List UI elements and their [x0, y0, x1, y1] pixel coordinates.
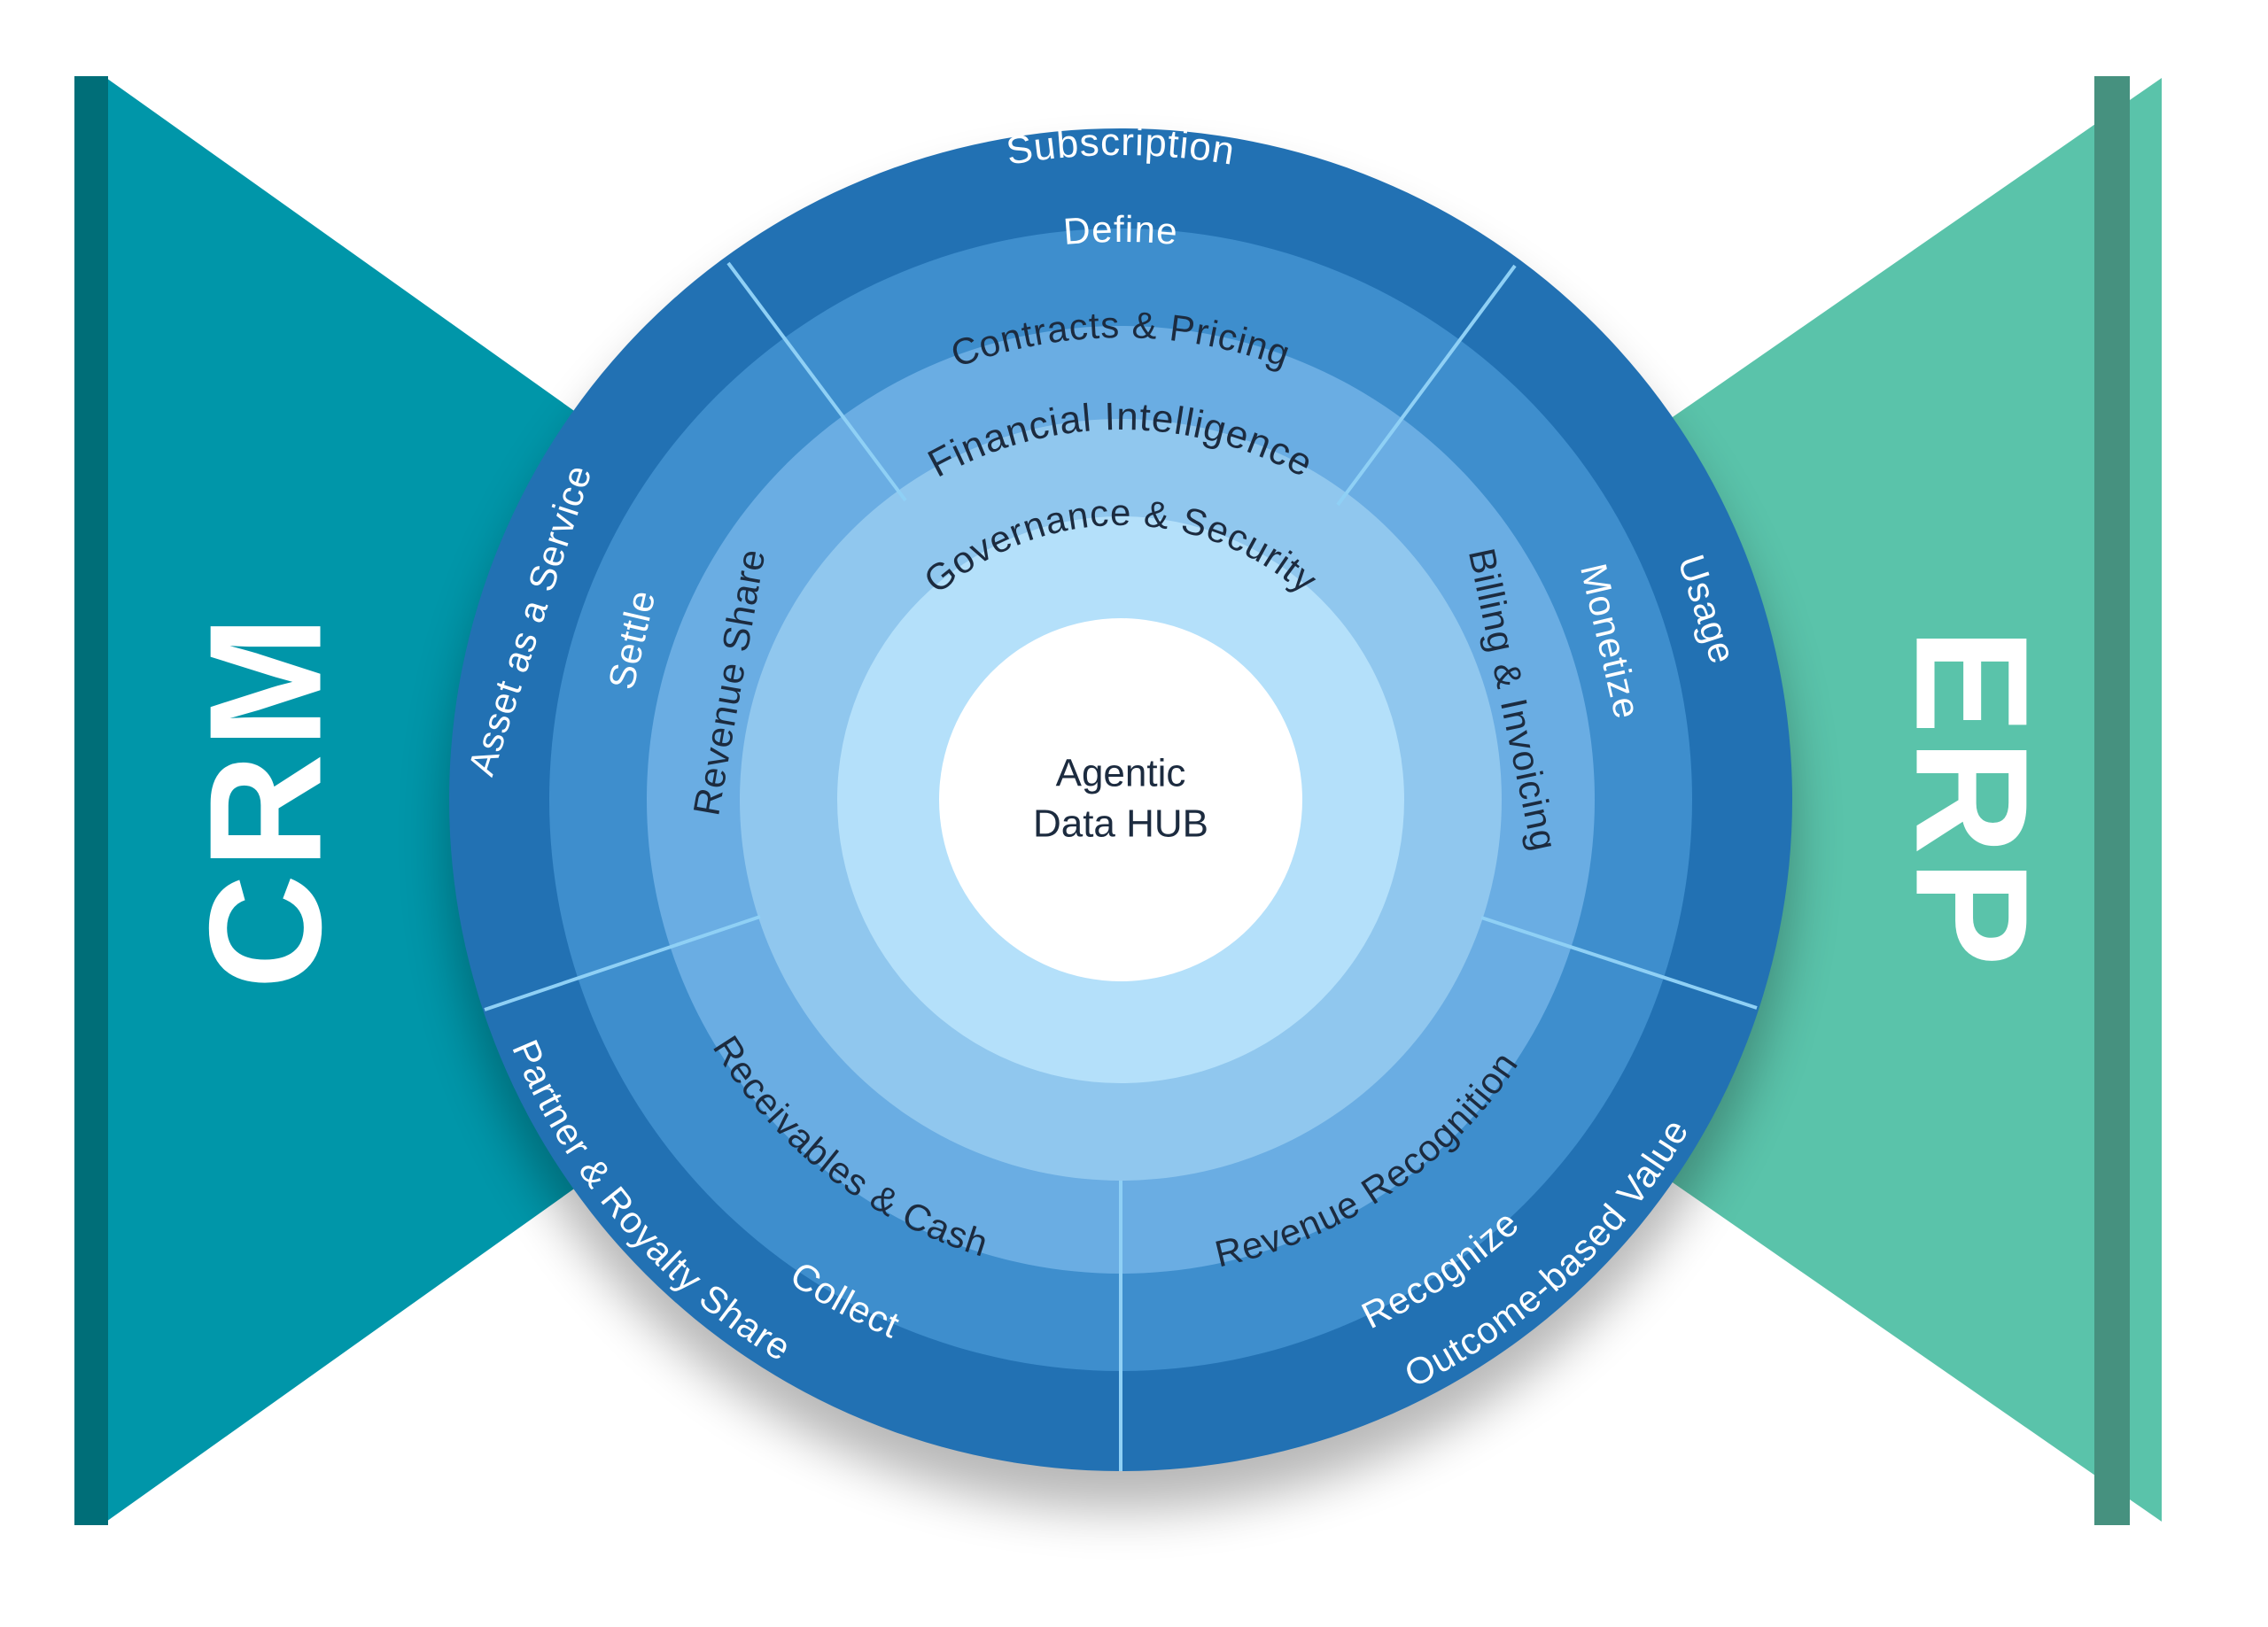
crm-label: CRM — [177, 610, 355, 989]
erp-panel-edge — [2094, 76, 2130, 1525]
divider-right — [1480, 916, 1758, 1010]
crm-panel-edge — [74, 76, 108, 1525]
hub-circle — [939, 618, 1302, 981]
divider-top-left — [726, 261, 907, 502]
hub-label: Agentic Data HUB — [1033, 752, 1208, 846]
erp-label: ERP — [1883, 628, 2061, 972]
divider-top-right — [1336, 264, 1517, 507]
wheel — [449, 128, 1792, 1471]
second-top-label: Define — [1062, 208, 1180, 252]
hub-label-line1: Agentic — [1056, 752, 1186, 795]
divider-left — [484, 915, 761, 1011]
hub-label-line2: Data HUB — [1033, 802, 1208, 846]
